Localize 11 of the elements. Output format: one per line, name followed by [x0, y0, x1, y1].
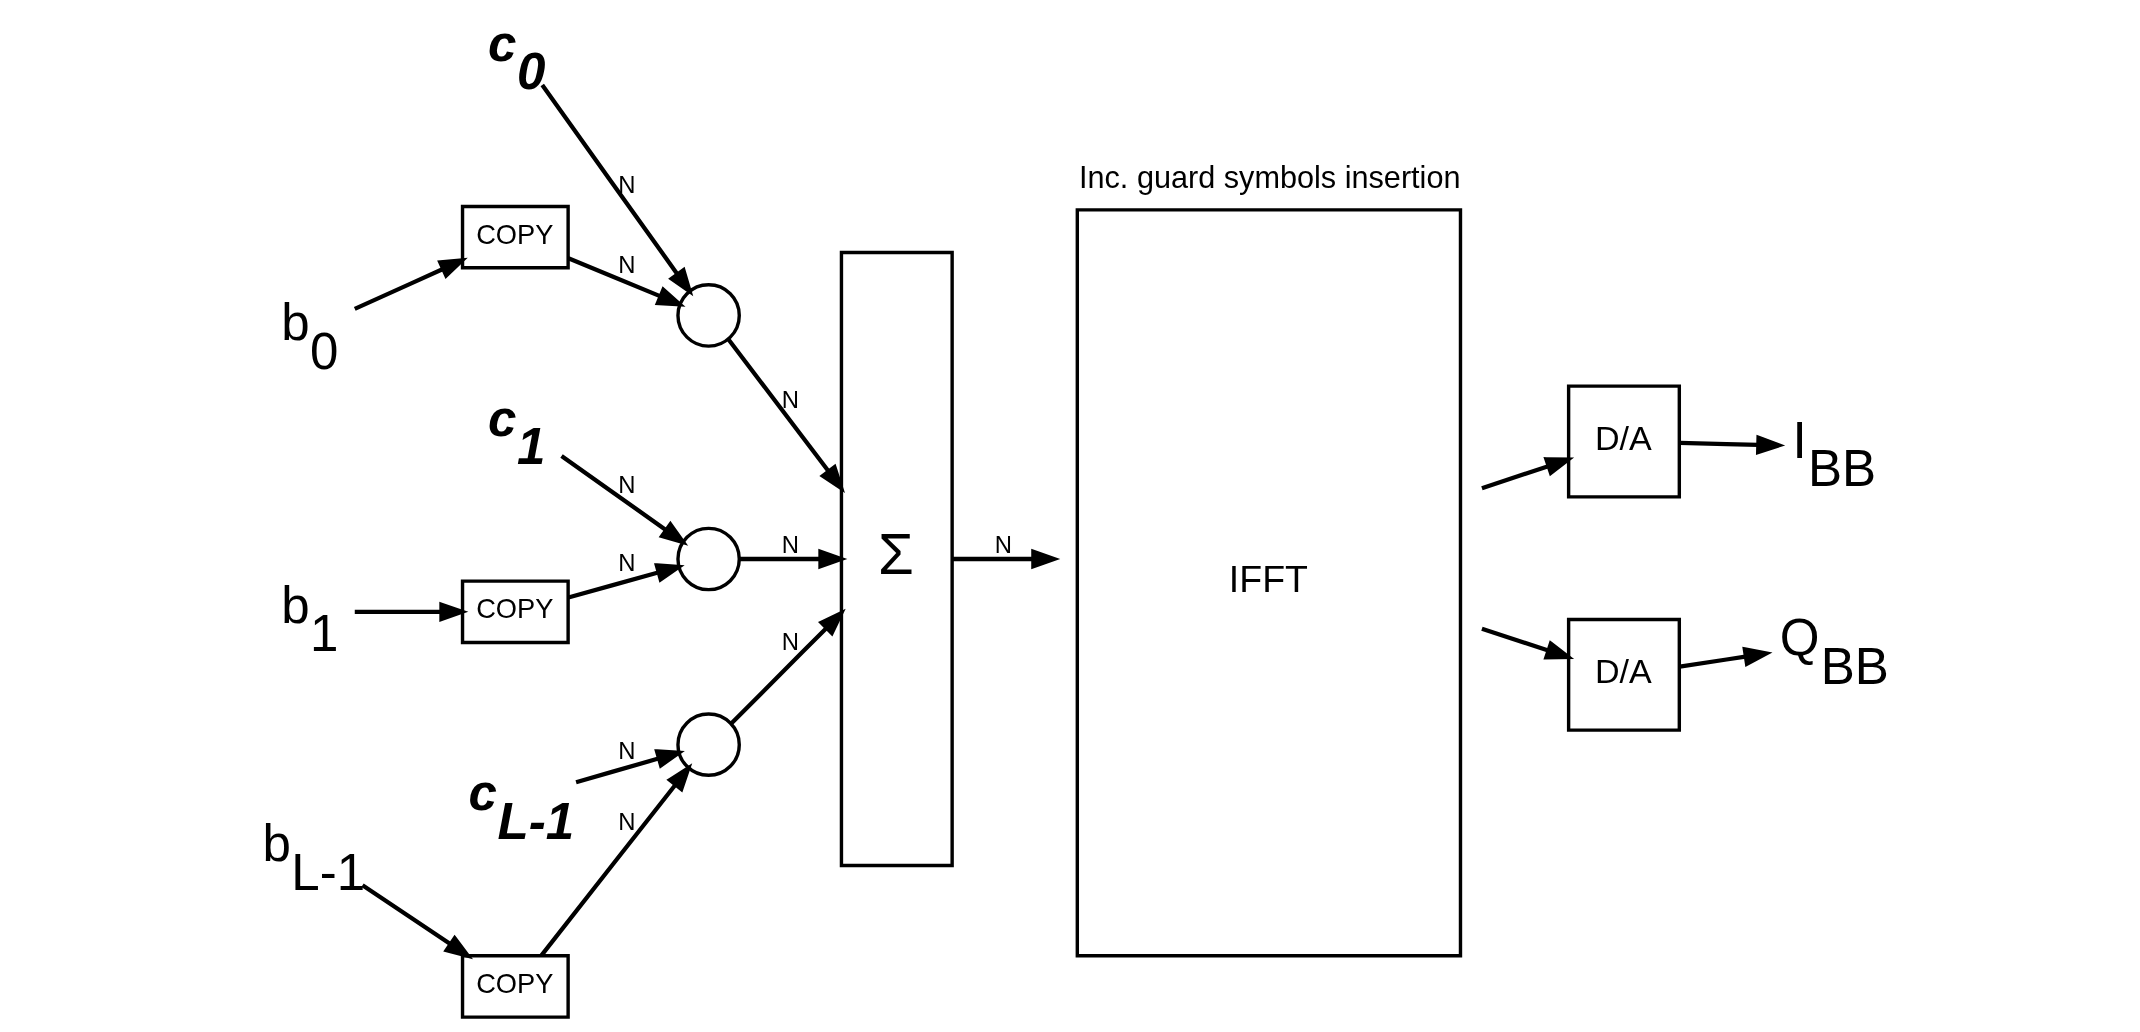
edge-label: N [994, 530, 1012, 558]
edge-label: N [617, 808, 636, 836]
edge-label: N [617, 470, 636, 498]
edge-label: N [617, 251, 636, 279]
edge-label: N [781, 530, 799, 558]
node-label: Inc. guard symbols insertion [1078, 160, 1460, 195]
edge-label: N [781, 627, 799, 655]
edge-label: N [617, 171, 636, 199]
edge-label: N [781, 385, 799, 413]
edge-label: N [617, 736, 636, 764]
edge-label: N [617, 549, 636, 577]
